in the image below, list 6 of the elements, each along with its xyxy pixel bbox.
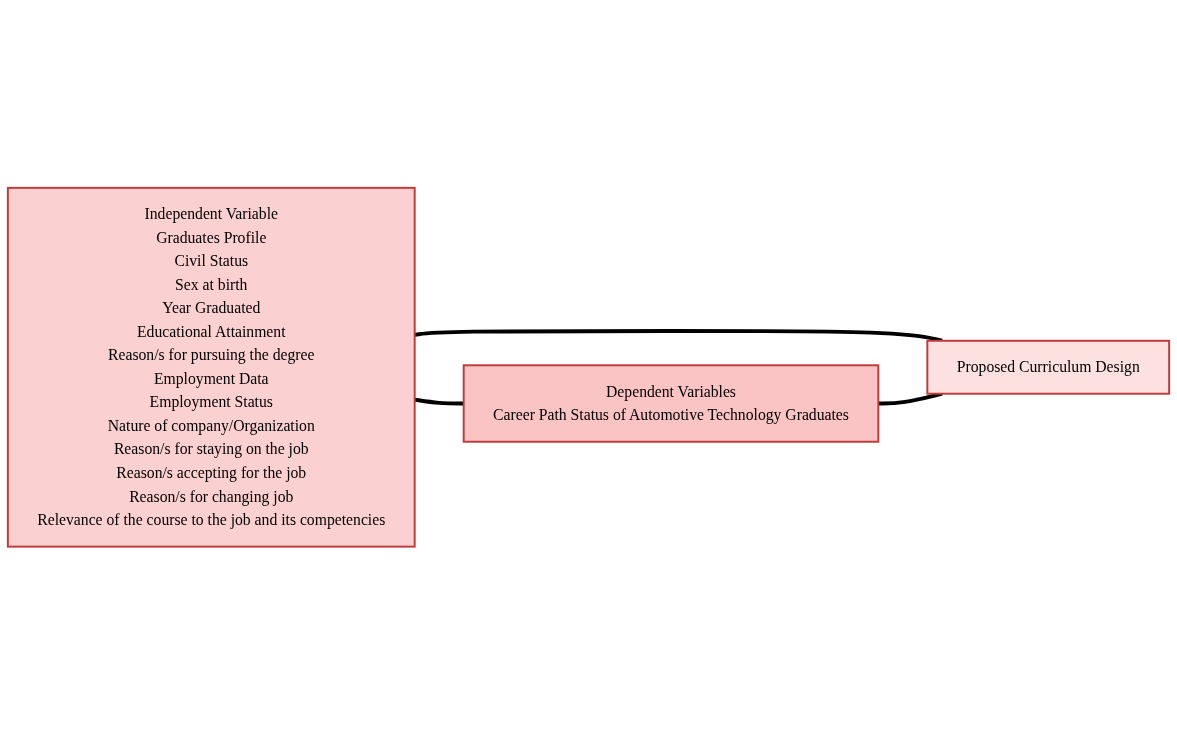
connector (414, 397, 464, 406)
connector (414, 329, 943, 343)
node-box: Dependent Variables Career Path Status of Automotive Technology Graduates (462, 364, 880, 443)
connector (878, 392, 943, 406)
node-box: Independent Variable Graduates Profile Civil Status Sex at birth Year Graduated Educational Attainment Reason/s for pursuing the degree Employment Data Employment Status Nature of company/Organization Reason/s for staying on the job Reason/s accepting for the job Reason/s for changing job Relevance of the course to the job and its competencies (6, 187, 416, 548)
node-box: Proposed Curriculum Design (926, 340, 1171, 395)
